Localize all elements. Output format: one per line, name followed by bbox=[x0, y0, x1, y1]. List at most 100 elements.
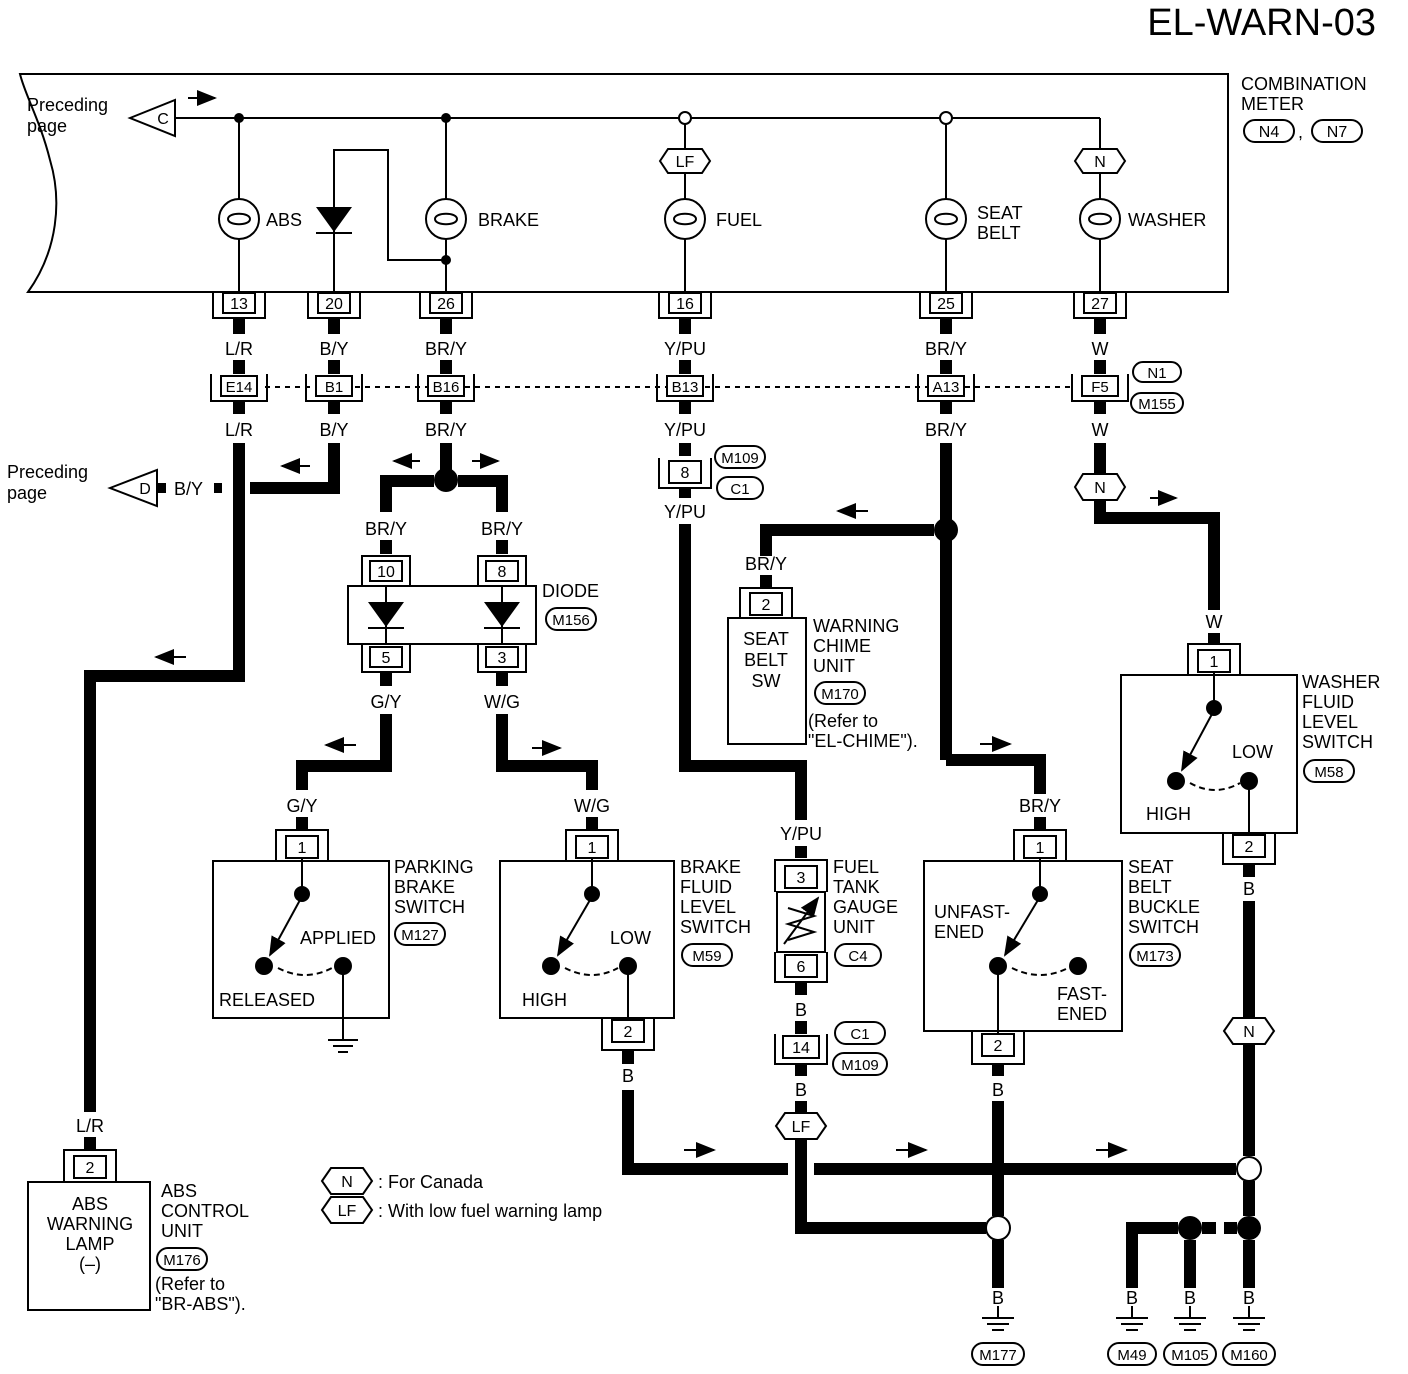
component-label: FUEL bbox=[833, 857, 879, 877]
pin-label: 1 bbox=[1036, 840, 1045, 857]
preceding-label: page bbox=[7, 483, 47, 503]
connector-ref: M173 bbox=[1136, 948, 1174, 965]
lamp-seatbelt-icon: SEAT BELT bbox=[925, 198, 1023, 243]
pin-label: 6 bbox=[797, 959, 806, 976]
connector-ref: C4 bbox=[848, 948, 867, 965]
wire-label: B bbox=[992, 1080, 1004, 1100]
washer-fluid-level-switch: W 1 LOW HIGH 2 B WASHER FLUID LEVEL SWIT… bbox=[1120, 612, 1380, 899]
pin-label: 10 bbox=[377, 564, 395, 581]
diode-icon bbox=[484, 602, 520, 627]
component-label: BELT bbox=[1128, 877, 1172, 897]
wire-label: BR/Y bbox=[1019, 796, 1061, 816]
connector-ref: M58 bbox=[1314, 764, 1343, 781]
pin-label: 2 bbox=[624, 1024, 633, 1041]
pin-label: 3 bbox=[797, 870, 806, 887]
joint-label: F5 bbox=[1091, 379, 1109, 396]
wire-label: Y/PU bbox=[664, 339, 706, 359]
ground-m49: B M49 bbox=[1107, 1288, 1157, 1366]
connector-ref: M177 bbox=[979, 1347, 1017, 1364]
component-label: BUCKLE bbox=[1128, 897, 1200, 917]
pin-label: 27 bbox=[1091, 296, 1109, 313]
component-label: SWITCH bbox=[394, 897, 465, 917]
fuel-joint-connector: 8 M109 C1 Y/PU bbox=[658, 443, 766, 522]
abs-inner-label: LAMP bbox=[65, 1234, 114, 1254]
lamp-label: BRAKE bbox=[478, 210, 539, 230]
connector-ref: M156 bbox=[552, 612, 590, 629]
pin-label: 1 bbox=[1210, 654, 1219, 671]
connector-ref: M176 bbox=[163, 1252, 201, 1269]
joint-label: B13 bbox=[672, 379, 699, 396]
brake-fluid-level-switch: W/G 1 LOW HIGH 2 B BRAKE FLUID LEVEL SWI… bbox=[499, 796, 751, 1086]
wire-label: B bbox=[1184, 1288, 1196, 1308]
joint-label: B1 bbox=[325, 379, 343, 396]
switch-state: LOW bbox=[1232, 742, 1273, 762]
wire-label: Y/PU bbox=[664, 502, 706, 522]
preceding-page-d: Preceding page D B/Y bbox=[7, 462, 222, 508]
svg-text:,: , bbox=[1298, 122, 1303, 142]
pin-label: 8 bbox=[681, 465, 690, 482]
abs-inner-label: (–) bbox=[79, 1254, 101, 1274]
preceding-label: page bbox=[27, 116, 67, 136]
wire-label: Y/PU bbox=[664, 420, 706, 440]
wire-label: BR/Y bbox=[925, 339, 967, 359]
diode-icon bbox=[368, 602, 404, 627]
component-label: LEVEL bbox=[680, 897, 736, 917]
legend-tag-n: N bbox=[341, 1174, 353, 1191]
component-label: UNIT bbox=[833, 917, 875, 937]
joint-label: B16 bbox=[433, 379, 460, 396]
ground-m160: B M160 bbox=[1222, 1288, 1276, 1366]
meter-label-2: METER bbox=[1241, 94, 1304, 114]
preceding-label: Preceding bbox=[7, 462, 88, 482]
abs-inner-label: WARNING bbox=[47, 1214, 133, 1234]
pin-label: 26 bbox=[437, 296, 455, 313]
component-label: PARKING bbox=[394, 857, 474, 877]
switch-state: UNFAST- bbox=[934, 902, 1010, 922]
lamp-label: ABS bbox=[266, 210, 302, 230]
preceding-label: Preceding bbox=[27, 95, 108, 115]
switch-state: HIGH bbox=[1146, 804, 1191, 824]
abs-note: (Refer to bbox=[155, 1274, 225, 1294]
lamp-label: SEAT bbox=[977, 203, 1023, 223]
joint-ref: M155 bbox=[1138, 396, 1176, 413]
legend-canada: : For Canada bbox=[378, 1172, 484, 1192]
connector-ref: C1 bbox=[730, 481, 749, 498]
pin-label: 25 bbox=[937, 296, 955, 313]
connector-ref: M160 bbox=[1230, 1347, 1268, 1364]
component-label: TANK bbox=[833, 877, 880, 897]
meter-connector-ref: N4 bbox=[1259, 124, 1280, 141]
switch-state: RELEASED bbox=[219, 990, 315, 1010]
joint-connectors: E14 B1 B16 B13 A13 F5 N1 M155 bbox=[210, 361, 1184, 414]
meter-pins: 13 20 26 16 25 27 bbox=[212, 292, 1127, 319]
lamp-abs-icon: ABS bbox=[218, 198, 302, 240]
meter-connector-ref: N7 bbox=[1327, 124, 1348, 141]
wire-label: BR/Y bbox=[425, 420, 467, 440]
page-ref-c: C bbox=[157, 111, 169, 128]
wire-label: B/Y bbox=[174, 479, 203, 499]
wire-label: B bbox=[795, 1080, 807, 1100]
wire-label: B bbox=[1126, 1288, 1138, 1308]
lamp-washer-icon: N WASHER bbox=[1073, 148, 1206, 240]
tag-lf: LF bbox=[792, 1119, 811, 1136]
switch-state: HIGH bbox=[522, 990, 567, 1010]
pin-label: 13 bbox=[230, 296, 248, 313]
upper-wire-labels: L/R B/Y BR/Y Y/PU BR/Y W bbox=[225, 339, 1109, 359]
lamp-label: FUEL bbox=[716, 210, 762, 230]
lamp-label: WASHER bbox=[1128, 210, 1206, 230]
diode-label: DIODE bbox=[542, 581, 599, 601]
joint-label: A13 bbox=[933, 379, 960, 396]
wire-label: W bbox=[1092, 339, 1109, 359]
component-label: BRAKE bbox=[680, 857, 741, 877]
lamp-brake-icon: BRAKE bbox=[425, 198, 539, 240]
legend-low-fuel: : With low fuel warning lamp bbox=[378, 1201, 602, 1221]
connector-ref: M170 bbox=[821, 686, 859, 703]
abs-control-unit: L/R 2 ABS WARNING LAMP (–) ABS CONTROL U… bbox=[27, 1116, 249, 1314]
joint-ref: N1 bbox=[1147, 365, 1166, 382]
component-label: SWITCH bbox=[1128, 917, 1199, 937]
seat-belt-buckle-switch: BR/Y 1 UNFAST- ENED FAST- ENED 2 B SEAT … bbox=[923, 796, 1200, 1100]
component-label: SWITCH bbox=[680, 917, 751, 937]
legend-tag-lf: LF bbox=[338, 1203, 357, 1220]
fuel-tank-gauge-unit: Y/PU 3 6 FUEL TANK GAUGE UNIT C4 B 14 C1… bbox=[774, 824, 898, 1140]
switch-state: FAST- bbox=[1057, 984, 1107, 1004]
pin-label: 16 bbox=[676, 296, 694, 313]
